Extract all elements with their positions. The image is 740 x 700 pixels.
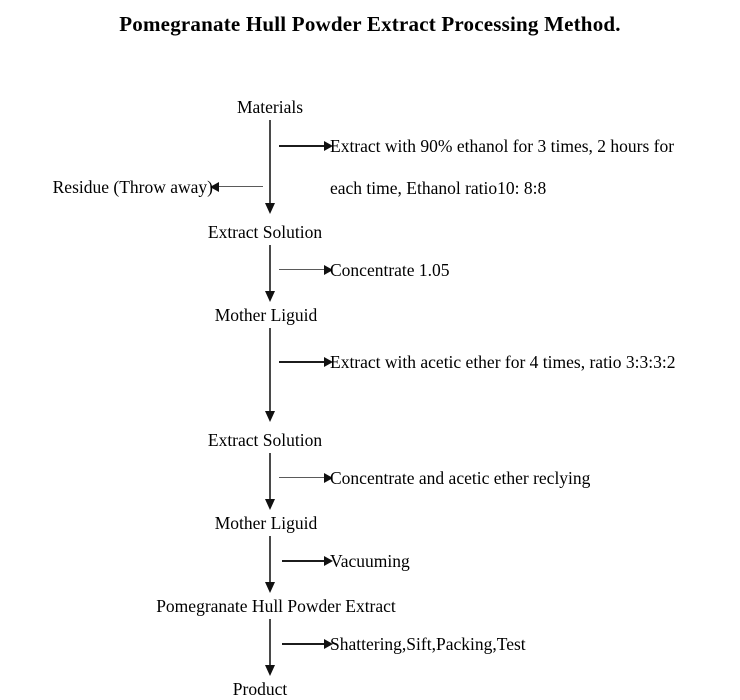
branch-line-vacuuming — [282, 560, 327, 562]
connector-extract-solution-1-to-mother-liguid-1 — [269, 245, 271, 293]
connector-mother-liguid-1-to-extract-solution-2 — [269, 328, 271, 413]
arrowhead-down-1 — [265, 203, 275, 214]
step-label-concentrate-1: Concentrate 1.05 — [330, 260, 450, 280]
branch-line-reclying — [279, 477, 327, 479]
node-pomegranate-hull-powder-extract: Pomegranate Hull Powder Extract — [156, 596, 396, 616]
step-label-ethanol-line1: Extract with 90% ethanol for 3 times, 2 … — [330, 136, 675, 156]
node-product: Product — [232, 679, 288, 699]
node-mother-liguid-1: Mother Liguid — [214, 305, 318, 325]
branch-arrowhead-vacuuming — [324, 556, 333, 566]
branch-line-packing — [282, 643, 327, 645]
connector-extract-solution-2-to-mother-liguid-2 — [269, 453, 271, 501]
step-label-acetic-ether: Extract with acetic ether for 4 times, r… — [330, 352, 676, 372]
arrowhead-down-2 — [265, 291, 275, 302]
branch-line-concentrate-1 — [279, 269, 327, 271]
branch-arrowhead-reclying — [324, 473, 333, 483]
arrowhead-down-3 — [265, 411, 275, 422]
branch-arrowhead-ethanol — [324, 141, 333, 151]
branch-arrowhead-concentrate-1 — [324, 265, 333, 275]
connector-powder-extract-to-product — [269, 619, 271, 667]
node-materials: Materials — [236, 97, 304, 117]
branch-arrowhead-packing — [324, 639, 333, 649]
node-mother-liguid-2: Mother Liguid — [214, 513, 318, 533]
arrowhead-down-5 — [265, 582, 275, 593]
branch-arrowhead-acetic-ether — [324, 357, 333, 367]
branch-line-acetic-ether — [279, 361, 327, 363]
node-extract-solution-1: Extract Solution — [207, 222, 323, 242]
step-label-vacuuming: Vacuuming — [330, 551, 410, 571]
step-label-packing: Shattering,Sift,Packing,Test — [330, 634, 526, 654]
page-title: Pomegranate Hull Powder Extract Processi… — [119, 12, 621, 36]
arrowhead-down-4 — [265, 499, 275, 510]
node-extract-solution-2: Extract Solution — [207, 430, 323, 450]
arrowhead-down-6 — [265, 665, 275, 676]
step-label-ethanol-line2: each time, Ethanol ratio10: 8:8 — [330, 178, 547, 198]
connector-materials-to-extract-solution-1 — [269, 120, 271, 205]
branch-arrowhead-residue — [210, 182, 219, 192]
node-residue: Residue (Throw away) — [52, 177, 213, 197]
branch-line-ethanol — [279, 145, 327, 147]
step-label-reclying: Concentrate and acetic ether reclying — [330, 468, 591, 488]
branch-line-residue — [218, 186, 263, 188]
connector-mother-liguid-2-to-powder-extract — [269, 536, 271, 584]
